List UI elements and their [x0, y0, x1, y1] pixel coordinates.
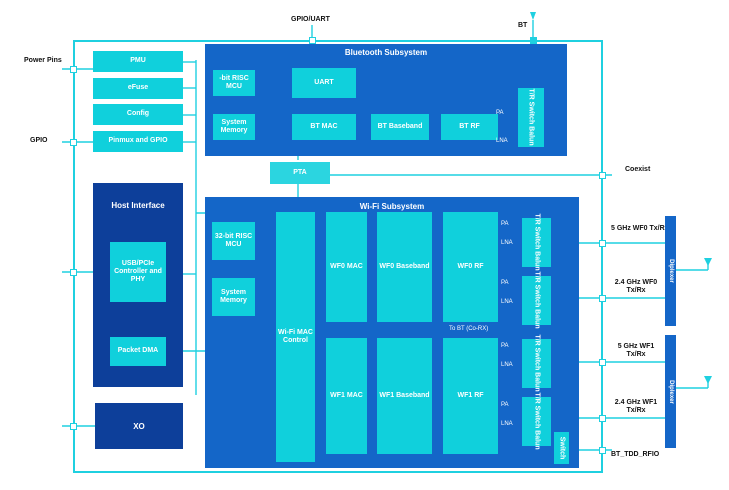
wf0-24g-tr-switch-label: T/R Switch Balun [533, 271, 541, 330]
wf1-mac-block: WF1 MAC [326, 338, 367, 454]
wf0-5g-pa-label: PA [501, 221, 509, 227]
wf0-24g-lna-label: LNA [501, 299, 513, 305]
pin-terminal-gpio-uart [309, 37, 316, 44]
pmu-block: PMU [93, 51, 183, 72]
xo-region [95, 403, 183, 449]
bt-uart-block: UART [292, 68, 356, 98]
wf0-rf-block: WF0 RF [443, 212, 498, 322]
bt-baseband-block: BT Baseband [371, 114, 429, 140]
output-label-wf0-5g: 5 GHz WF0 Tx/Rx [611, 225, 669, 233]
output-text-wf1-24g: 2.4 GHz WF1 Tx/Rx [614, 399, 658, 415]
efuse-block: eFuse [93, 78, 183, 99]
pin-terminal-bt-tdd [599, 447, 606, 454]
bt-risc-mcu-block: -bit RISC MCU [213, 70, 255, 96]
packet-dma-block: Packet DMA [110, 337, 166, 366]
wf0-baseband-block: WF0 Baseband [377, 212, 432, 322]
wf1-24g-tr-switch-block: T/R Switch Balun [522, 393, 551, 450]
pin-label-bt-tdd-rfio: BT_TDD_RFIO [611, 451, 660, 458]
to-bt-co-rx-label: To BT (Co-RX) [449, 326, 489, 332]
wf1-5g-tr-switch-block: T/R Switch Balun [522, 335, 551, 392]
wifi-antenna-upper-icon [703, 256, 713, 268]
pin-terminal-power [70, 66, 77, 73]
wf1-5g-tr-switch-label: T/R Switch Balun [533, 334, 541, 393]
xo-label: XO [133, 422, 145, 431]
wifi-mac-control-block: Wi-Fi MAC Control [276, 212, 315, 462]
pin-terminal-xo [70, 423, 77, 430]
bt-pa-label: PA [496, 110, 504, 116]
wf0-24g-tr-switch-block: T/R Switch Balun [522, 272, 551, 329]
usb-pcie-block: USB/PCIe Controller and PHY [110, 242, 166, 302]
wf0-mac-block: WF0 MAC [326, 212, 367, 322]
output-label-wf0-24g: 2.4 GHz WF0 Tx/Rx [611, 279, 661, 296]
bt-mac-block: BT MAC [292, 114, 356, 140]
diplexer-upper-label: Diplexer [667, 259, 674, 283]
pta-block: PTA [270, 162, 330, 184]
diplexer-lower-label: Diplexer [667, 379, 674, 404]
config-block: Config [93, 104, 183, 125]
bt-antenna-icon [529, 10, 537, 20]
pin-terminal-bt [530, 37, 537, 44]
diplexer-upper: Diplexer [665, 216, 676, 326]
wifi-antenna-lower-icon [703, 374, 713, 386]
wf0-5g-tr-switch-block: T/R Switch Balun [522, 214, 551, 271]
diplexer-lower: Diplexer [665, 335, 676, 448]
pin-terminal-host [70, 269, 77, 276]
pin-label-gpio-uart: GPIO/UART [291, 16, 330, 23]
wf1-24g-lna-label: LNA [501, 421, 513, 427]
pin-label-gpio: GPIO [30, 137, 48, 144]
wifi-risc-mcu-block: 32-bit RISC MCU [212, 222, 255, 260]
pinmux-block: Pinmux and GPIO [93, 131, 183, 152]
bluetooth-subsystem-title: Bluetooth Subsystem [344, 48, 428, 57]
pin-label-bt: BT [518, 22, 528, 29]
output-label-wf1-5g: 5 GHz WF1 Tx/Rx [611, 343, 661, 360]
wf1-24g-tr-switch-label: T/R Switch Balun [533, 392, 541, 451]
output-label-wf1-24g: 2.4 GHz WF1 Tx/Rx [611, 399, 661, 416]
bt-lna-label: LNA [496, 138, 508, 144]
bt-tr-switch-block: T/R Switch Balun [518, 88, 544, 147]
output-text-wf0-24g: 2.4 GHz WF0 Tx/Rx [614, 279, 658, 295]
bt-tdd-switch-block: Switch [554, 432, 569, 464]
bt-tr-switch-label: T/R Switch Balun [528, 88, 536, 147]
wf1-5g-pa-label: PA [501, 343, 509, 349]
pin-terminal-wf0-24g [599, 295, 606, 302]
output-text-wf1-5g: 5 GHz WF1 Tx/Rx [617, 343, 655, 359]
bt-rf-block: BT RF [441, 114, 498, 140]
wf0-5g-lna-label: LNA [501, 240, 513, 246]
pin-terminal-wf0-5g [599, 240, 606, 247]
bt-system-memory-block: System Memory [213, 114, 255, 140]
output-text-wf0-5g: 5 GHz WF0 Tx/Rx [611, 225, 669, 232]
pin-terminal-gpio [70, 139, 77, 146]
pin-terminal-wf1-24g [599, 415, 606, 422]
wf1-rf-block: WF1 RF [443, 338, 498, 454]
pin-terminal-wf1-5g [599, 359, 606, 366]
wf0-5g-tr-switch-label: T/R Switch Balun [533, 213, 541, 272]
pin-terminal-coexist [599, 172, 606, 179]
wf0-24g-pa-label: PA [501, 280, 509, 286]
bt-tdd-switch-label: Switch [558, 436, 566, 460]
wf1-24g-pa-label: PA [501, 402, 509, 408]
wf1-baseband-block: WF1 Baseband [377, 338, 432, 454]
pin-label-power: Power Pins [24, 57, 62, 64]
host-interface-title: Host Interface [111, 201, 165, 210]
wifi-system-memory-block: System Memory [212, 278, 255, 316]
wifi-subsystem-title: Wi-Fi Subsystem [359, 202, 425, 211]
pin-label-coexist: Coexist [625, 166, 651, 173]
wf1-5g-lna-label: LNA [501, 362, 513, 368]
